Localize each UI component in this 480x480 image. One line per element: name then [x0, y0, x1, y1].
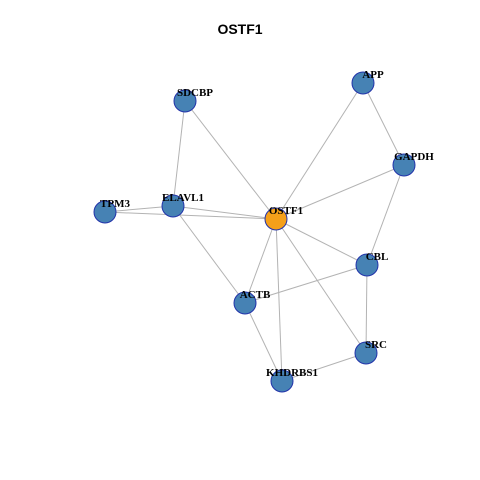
edge-sdcbp-elavl1 — [172, 100, 186, 207]
edge-actb-khdrbs1 — [244, 302, 283, 382]
edges-layer — [104, 82, 405, 382]
edge-ostf1-elavl1 — [172, 205, 277, 220]
edge-gapdh-cbl — [366, 164, 405, 266]
edge-cbl-src — [365, 264, 368, 354]
node-label-gapdh: GAPDH — [394, 151, 434, 163]
node-label-actb: ACTB — [240, 289, 271, 301]
node-app — [351, 71, 375, 95]
node-src — [354, 341, 378, 365]
edge-elavl1-actb — [172, 205, 246, 304]
node-cbl — [355, 253, 379, 277]
node-elavl1 — [161, 194, 185, 218]
node-khdrbs1 — [270, 369, 294, 393]
node-label-sdcbp: SDCBP — [177, 87, 213, 99]
graph-title: OSTF1 — [217, 21, 263, 37]
node-label-app: APP — [362, 69, 384, 81]
node-label-ostf1: OSTF1 — [269, 205, 303, 217]
node-ostf1 — [264, 207, 288, 231]
edge-ostf1-sdcbp — [184, 100, 277, 220]
node-label-src: SRC — [365, 339, 387, 351]
edge-app-gapdh — [362, 82, 405, 166]
node-gapdh — [392, 153, 416, 177]
edge-ostf1-actb — [244, 218, 277, 304]
node-sdcbp — [173, 89, 197, 113]
node-label-elavl1: ELAVL1 — [162, 192, 204, 204]
edge-ostf1-tpm3 — [104, 211, 277, 220]
node-actb — [233, 291, 257, 315]
node-label-khdrbs1: KHDRBS1 — [266, 367, 318, 379]
edge-src-khdrbs1 — [281, 352, 367, 382]
node-tpm3 — [93, 200, 117, 224]
edge-ostf1-khdrbs1 — [275, 218, 283, 382]
edge-ostf1-app — [275, 82, 364, 220]
node-label-cbl: CBL — [366, 251, 389, 263]
edge-actb-cbl — [244, 264, 368, 304]
edge-ostf1-src — [275, 218, 367, 354]
edge-ostf1-cbl — [275, 218, 368, 266]
edge-ostf1-gapdh — [275, 164, 405, 220]
node-label-tpm3: TPM3 — [100, 198, 130, 210]
nodes-layer — [93, 71, 416, 393]
